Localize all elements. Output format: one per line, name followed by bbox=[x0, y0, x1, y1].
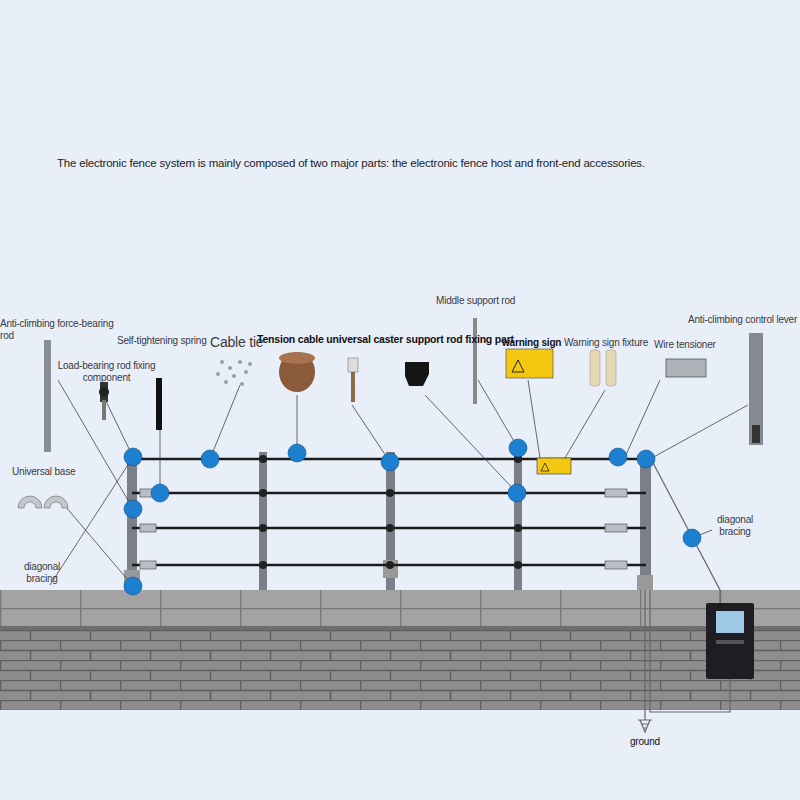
part-label: Middle support rod bbox=[436, 295, 515, 307]
part-label: Tension cable universal caster support r… bbox=[257, 333, 514, 345]
callout-markers bbox=[124, 439, 701, 595]
fence-posts bbox=[124, 452, 653, 590]
fence-warning-sign bbox=[537, 458, 571, 474]
part-label: Self-tightening spring bbox=[117, 335, 207, 347]
part-label: ground bbox=[630, 736, 660, 748]
part-label: Load-bearing rod fixing component bbox=[54, 360, 159, 384]
part-label: warning sign bbox=[502, 337, 561, 349]
part-label: diagonal bracing bbox=[711, 514, 759, 538]
part-label: Universal base bbox=[12, 466, 75, 478]
part-label: diagonal bracing bbox=[18, 561, 66, 585]
part-label: Cable tie bbox=[210, 334, 263, 350]
fence-wires bbox=[132, 459, 646, 565]
brick-wall bbox=[0, 590, 800, 710]
ground-wiring bbox=[638, 459, 730, 732]
part-label: Anti-climbing force-bearing rod bbox=[0, 318, 120, 342]
warning-triangle bbox=[541, 463, 549, 471]
wire-tensioners bbox=[140, 489, 627, 569]
part-label: Anti-climbing control lever bbox=[688, 314, 797, 326]
fence-host-controller bbox=[706, 603, 754, 679]
leader-lines bbox=[50, 380, 748, 586]
part-label: Wire tensioner bbox=[654, 339, 716, 351]
accessory-icons bbox=[18, 318, 763, 508]
diagram-title: The electronic fence system is mainly co… bbox=[57, 157, 645, 169]
part-label: Warning sign fixture bbox=[564, 337, 648, 349]
wire-insulators bbox=[259, 455, 522, 569]
